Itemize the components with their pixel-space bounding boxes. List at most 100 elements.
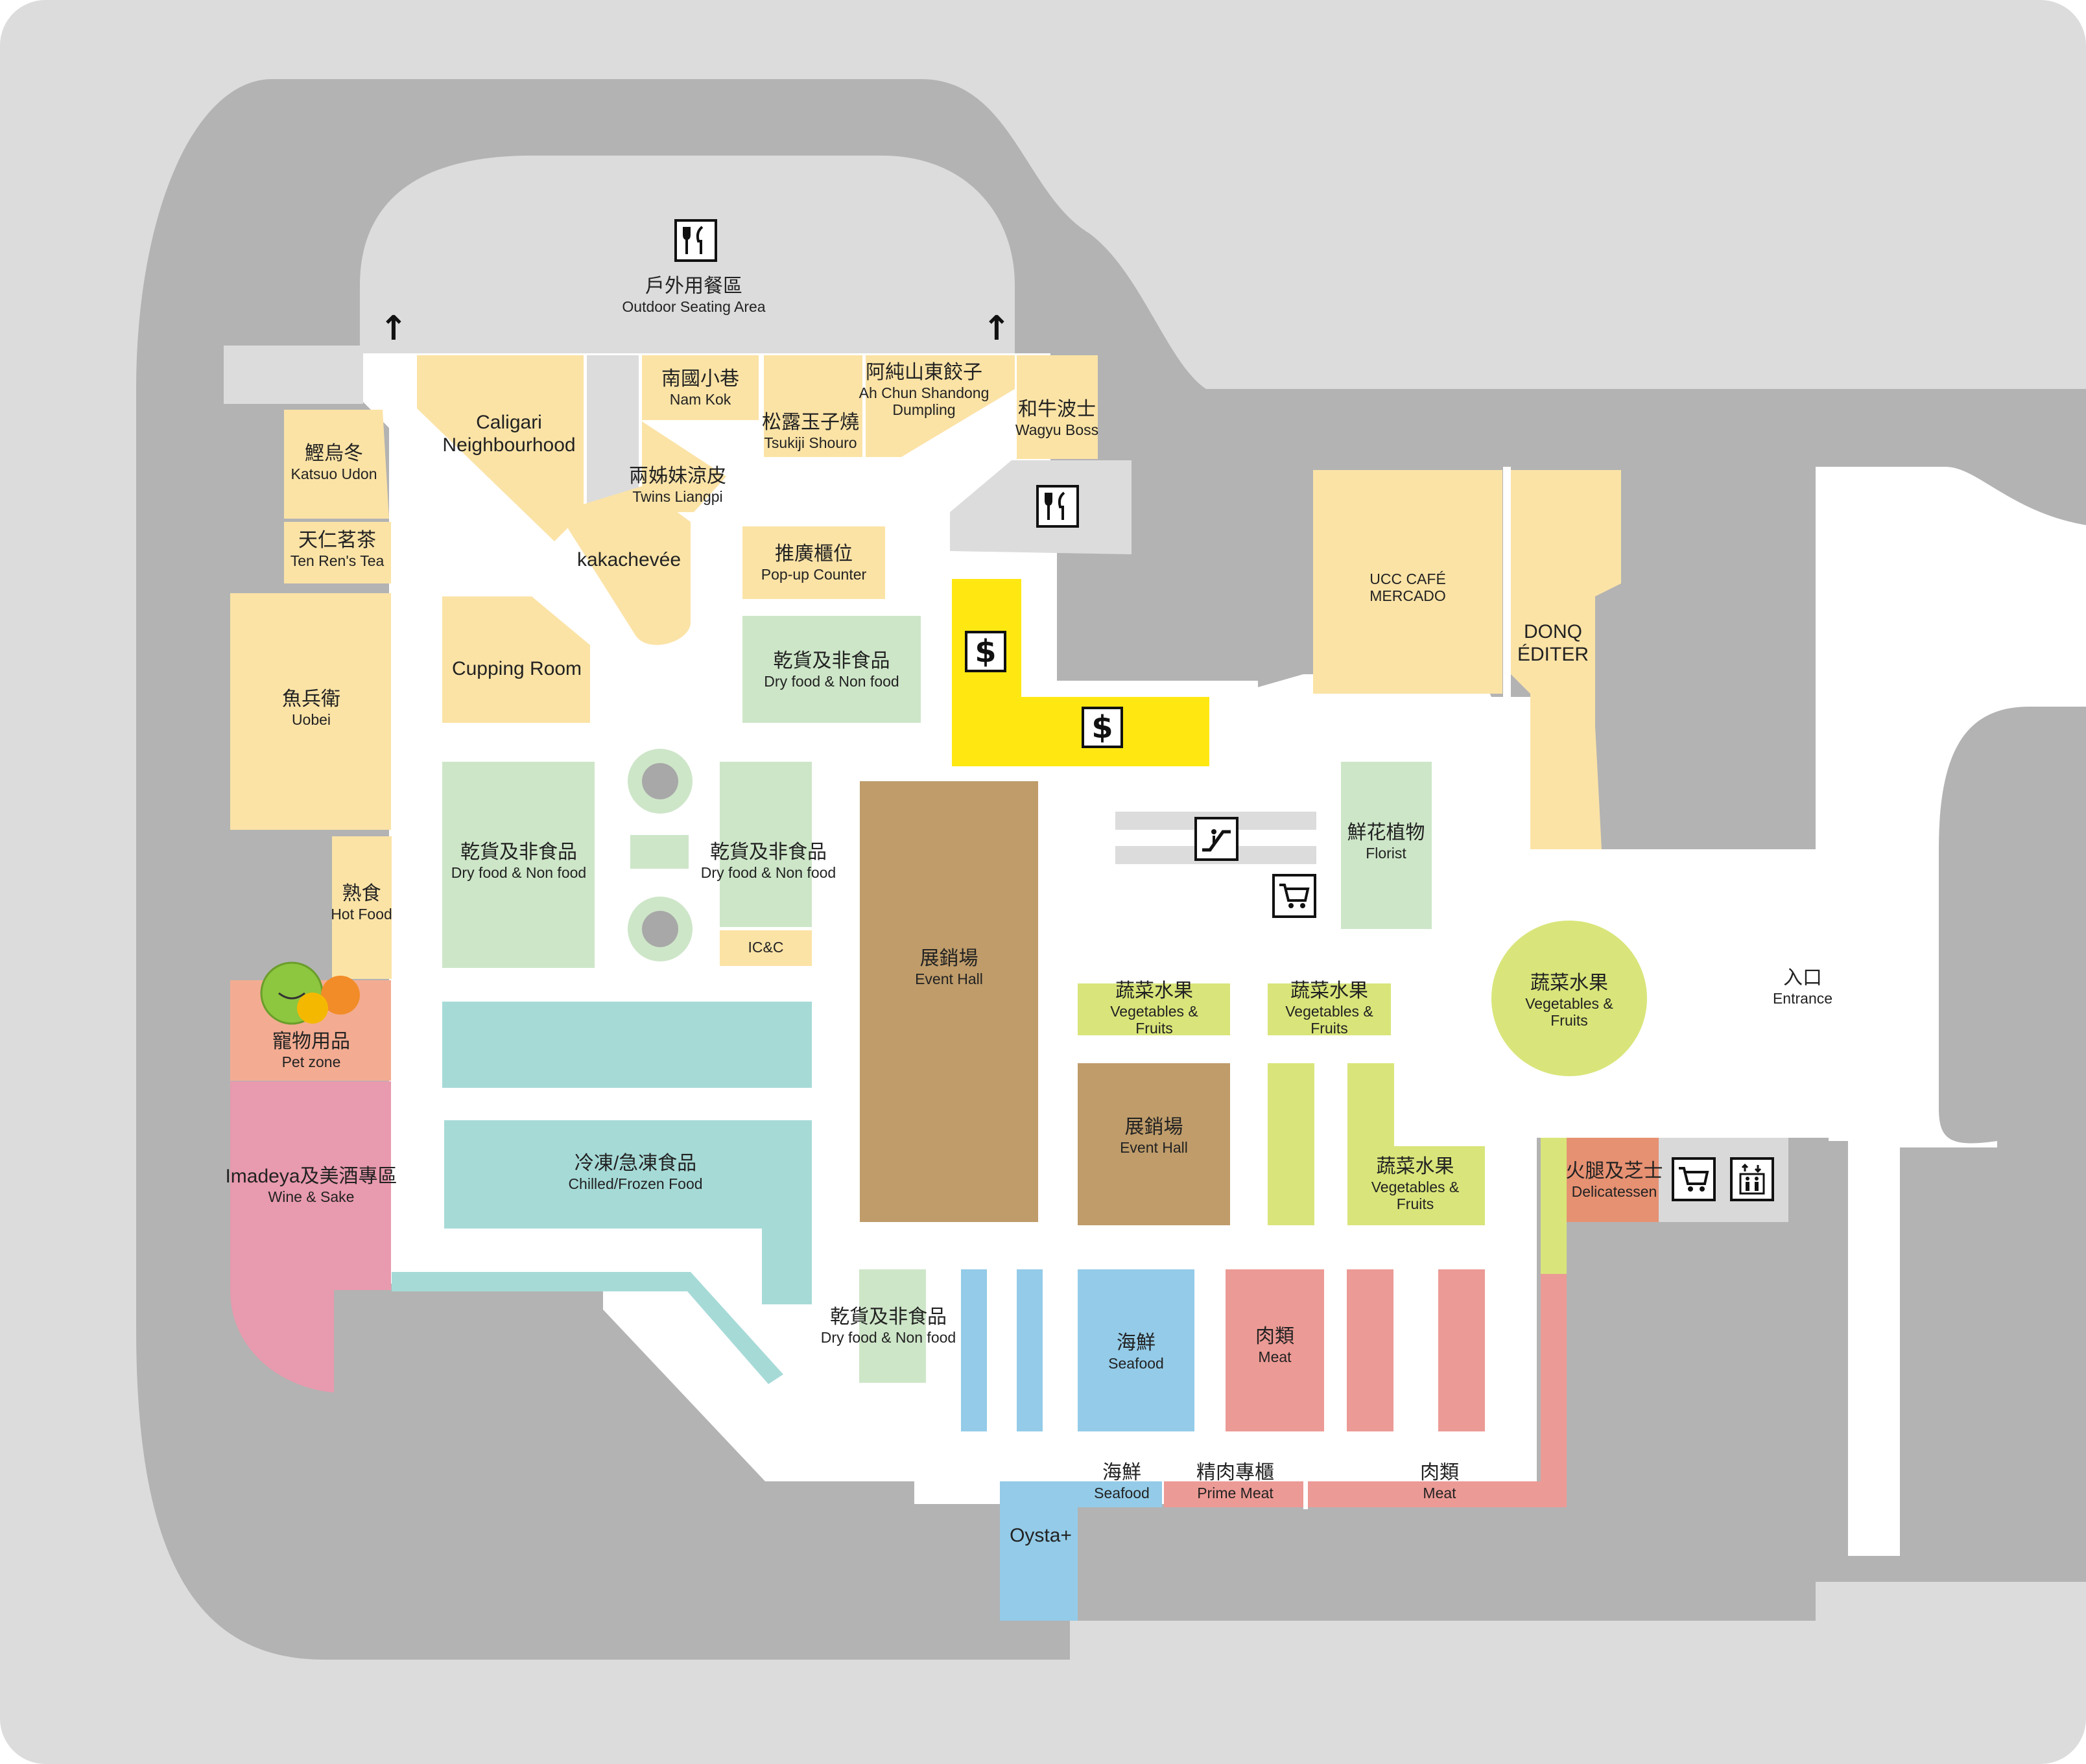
caligari-shop <box>417 355 584 541</box>
prime-meat-edge <box>1164 1481 1303 1507</box>
veg-shelf <box>1268 1063 1314 1225</box>
meat-strip <box>1541 1274 1567 1507</box>
divider <box>760 353 764 457</box>
ucc-shop <box>1313 470 1502 694</box>
cashier-area <box>952 579 1209 766</box>
namkok-shop <box>642 355 759 420</box>
popup-counter <box>742 526 885 599</box>
frozen-shelf <box>442 1002 812 1088</box>
lift-icon <box>1730 1157 1774 1201</box>
icc-shop <box>720 930 812 966</box>
meat-edge <box>1307 1481 1566 1507</box>
katsuo-shop <box>284 410 389 519</box>
meat-counter <box>1226 1269 1324 1431</box>
dry-food-shelf <box>442 762 595 968</box>
divider <box>1303 1480 1308 1509</box>
pillar <box>642 763 678 799</box>
frozen-food <box>444 1120 812 1304</box>
dining-icon <box>674 219 717 262</box>
oysta-shop <box>1000 1481 1078 1621</box>
wine-zone <box>230 1081 391 1393</box>
dining-icon <box>1036 485 1079 528</box>
kaka-shop <box>558 486 691 645</box>
frozen-edge <box>392 1272 783 1384</box>
kaka-label: kakachevée <box>576 549 682 570</box>
event-hall <box>860 781 1038 1222</box>
dry-food-shelf <box>859 1269 926 1383</box>
veg-shelf <box>1078 983 1230 1035</box>
north-arrow-icon: ↑ <box>982 309 1011 348</box>
caligari-label: Caligari Neighbourhood <box>442 412 576 456</box>
veg-island <box>1491 921 1647 1076</box>
entrance-road <box>1816 467 2086 1141</box>
ahchun-shop <box>866 355 1015 457</box>
meat-shelf <box>1438 1269 1485 1431</box>
cashier-icon: $ <box>965 631 1006 672</box>
deli-shop <box>1567 1138 1659 1222</box>
pet-mascot-icon <box>260 961 360 1025</box>
shopping-cart-icon <box>1672 1157 1716 1201</box>
uobei-shop <box>230 593 391 830</box>
pillar <box>642 911 678 947</box>
wagyu-shop <box>1017 355 1098 459</box>
dry-food-shelf <box>720 762 812 927</box>
seafood-counter <box>1078 1269 1194 1431</box>
dry-food-shelf <box>742 616 921 723</box>
meat-shelf <box>1347 1269 1393 1431</box>
oysta-label: Oysta+ <box>1010 1525 1072 1546</box>
veg-strip <box>1541 1138 1567 1274</box>
donq-shop <box>1511 470 1621 849</box>
divider <box>1503 467 1511 697</box>
shopping-cart-icon <box>1272 874 1316 918</box>
icc-label: IC&C <box>748 939 784 956</box>
service-corridor <box>587 355 639 511</box>
veg-shelf <box>1347 1063 1485 1225</box>
right-block <box>1939 703 2086 1459</box>
escalator-icon <box>1194 817 1239 861</box>
seafood-shelf <box>961 1269 987 1431</box>
north-arrow-icon: ↑ <box>379 309 408 348</box>
event-hall-small <box>1078 1063 1230 1225</box>
twins-shop <box>642 421 726 512</box>
florist-shop <box>1341 762 1432 929</box>
seafood-shelf <box>1017 1269 1043 1431</box>
cupping-room <box>442 596 590 723</box>
cashier-icon: $ <box>1082 707 1123 748</box>
tenren-shop <box>284 522 391 583</box>
display-table <box>630 835 689 869</box>
service-bar <box>224 346 363 404</box>
tsukiji-shop <box>764 355 862 457</box>
